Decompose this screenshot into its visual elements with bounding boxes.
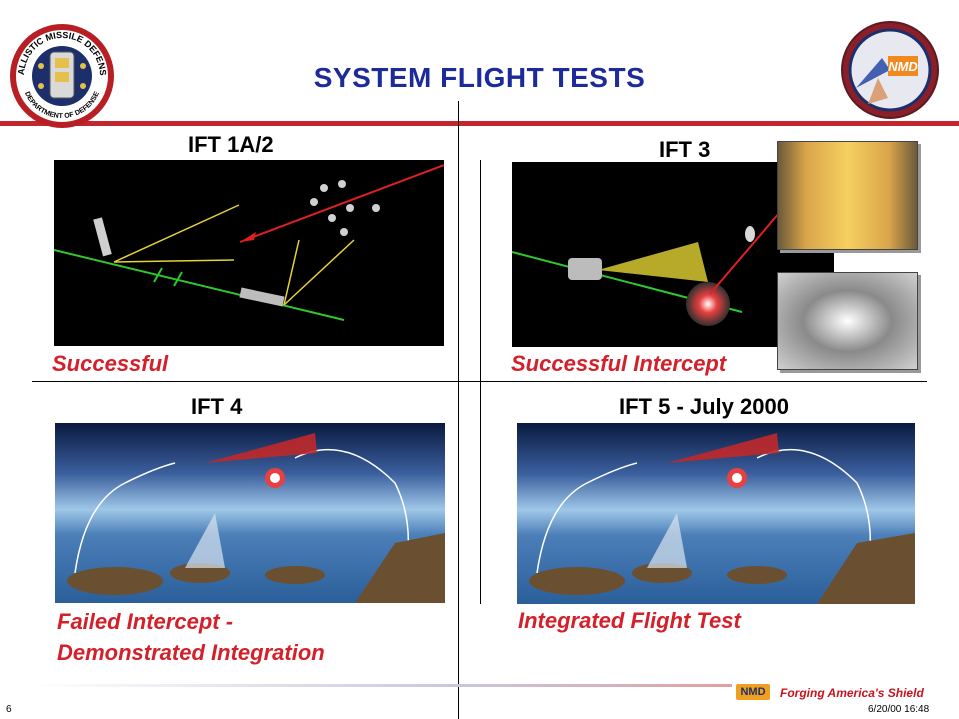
inner-vertical-rule	[480, 160, 481, 604]
footer-tagline: Forging America's Shield	[780, 686, 924, 700]
panel-caption-ift-5: Integrated Flight Test	[518, 608, 741, 633]
panel-title-ift-3: IFT 3	[659, 137, 711, 162]
ift-4-illustration	[55, 423, 445, 603]
intercept-thermal-image	[777, 141, 918, 250]
bmd-seal-logo: BALLISTIC MISSILE DEFENSE DEPARTMENT OF …	[5, 14, 116, 130]
panel-title-ift-5: IFT 5 - July 2000	[619, 394, 789, 419]
footer-swoosh	[32, 684, 732, 687]
panel-caption-ift-4-line2: Demonstrated Integration	[57, 640, 325, 665]
page-number: 6	[6, 704, 12, 715]
panel-caption-ift-3: Successful Intercept	[511, 351, 727, 376]
slide-title: SYSTEM FLIGHT TESTS	[313, 62, 646, 93]
bmd-seal-icon: BALLISTIC MISSILE DEFENSE DEPARTMENT OF …	[5, 14, 114, 128]
panel-title-ift-1a2: IFT 1A/2	[188, 132, 274, 157]
slide-date: 6/20/00 16:48	[868, 704, 930, 715]
nmd-seal-logo: NMD	[838, 18, 942, 122]
panel-caption-ift-4-line1: Failed Intercept -	[57, 609, 234, 634]
header-divider	[0, 121, 959, 126]
svg-text:NMD: NMD	[888, 59, 918, 74]
footer-nmd-text: NMD	[740, 686, 766, 698]
horizontal-divider	[32, 381, 927, 382]
panel-title-ift-4: IFT 4	[191, 394, 243, 419]
footer-nmd-logo: NMD	[736, 684, 770, 700]
intercept-sensor-image	[777, 272, 918, 370]
vertical-divider	[458, 101, 459, 719]
nmd-seal-icon: NMD	[841, 21, 939, 119]
panel-caption-ift-1a2: Successful	[52, 351, 169, 376]
ift-1a2-illustration	[53, 160, 445, 346]
ift-5-illustration	[517, 423, 915, 604]
